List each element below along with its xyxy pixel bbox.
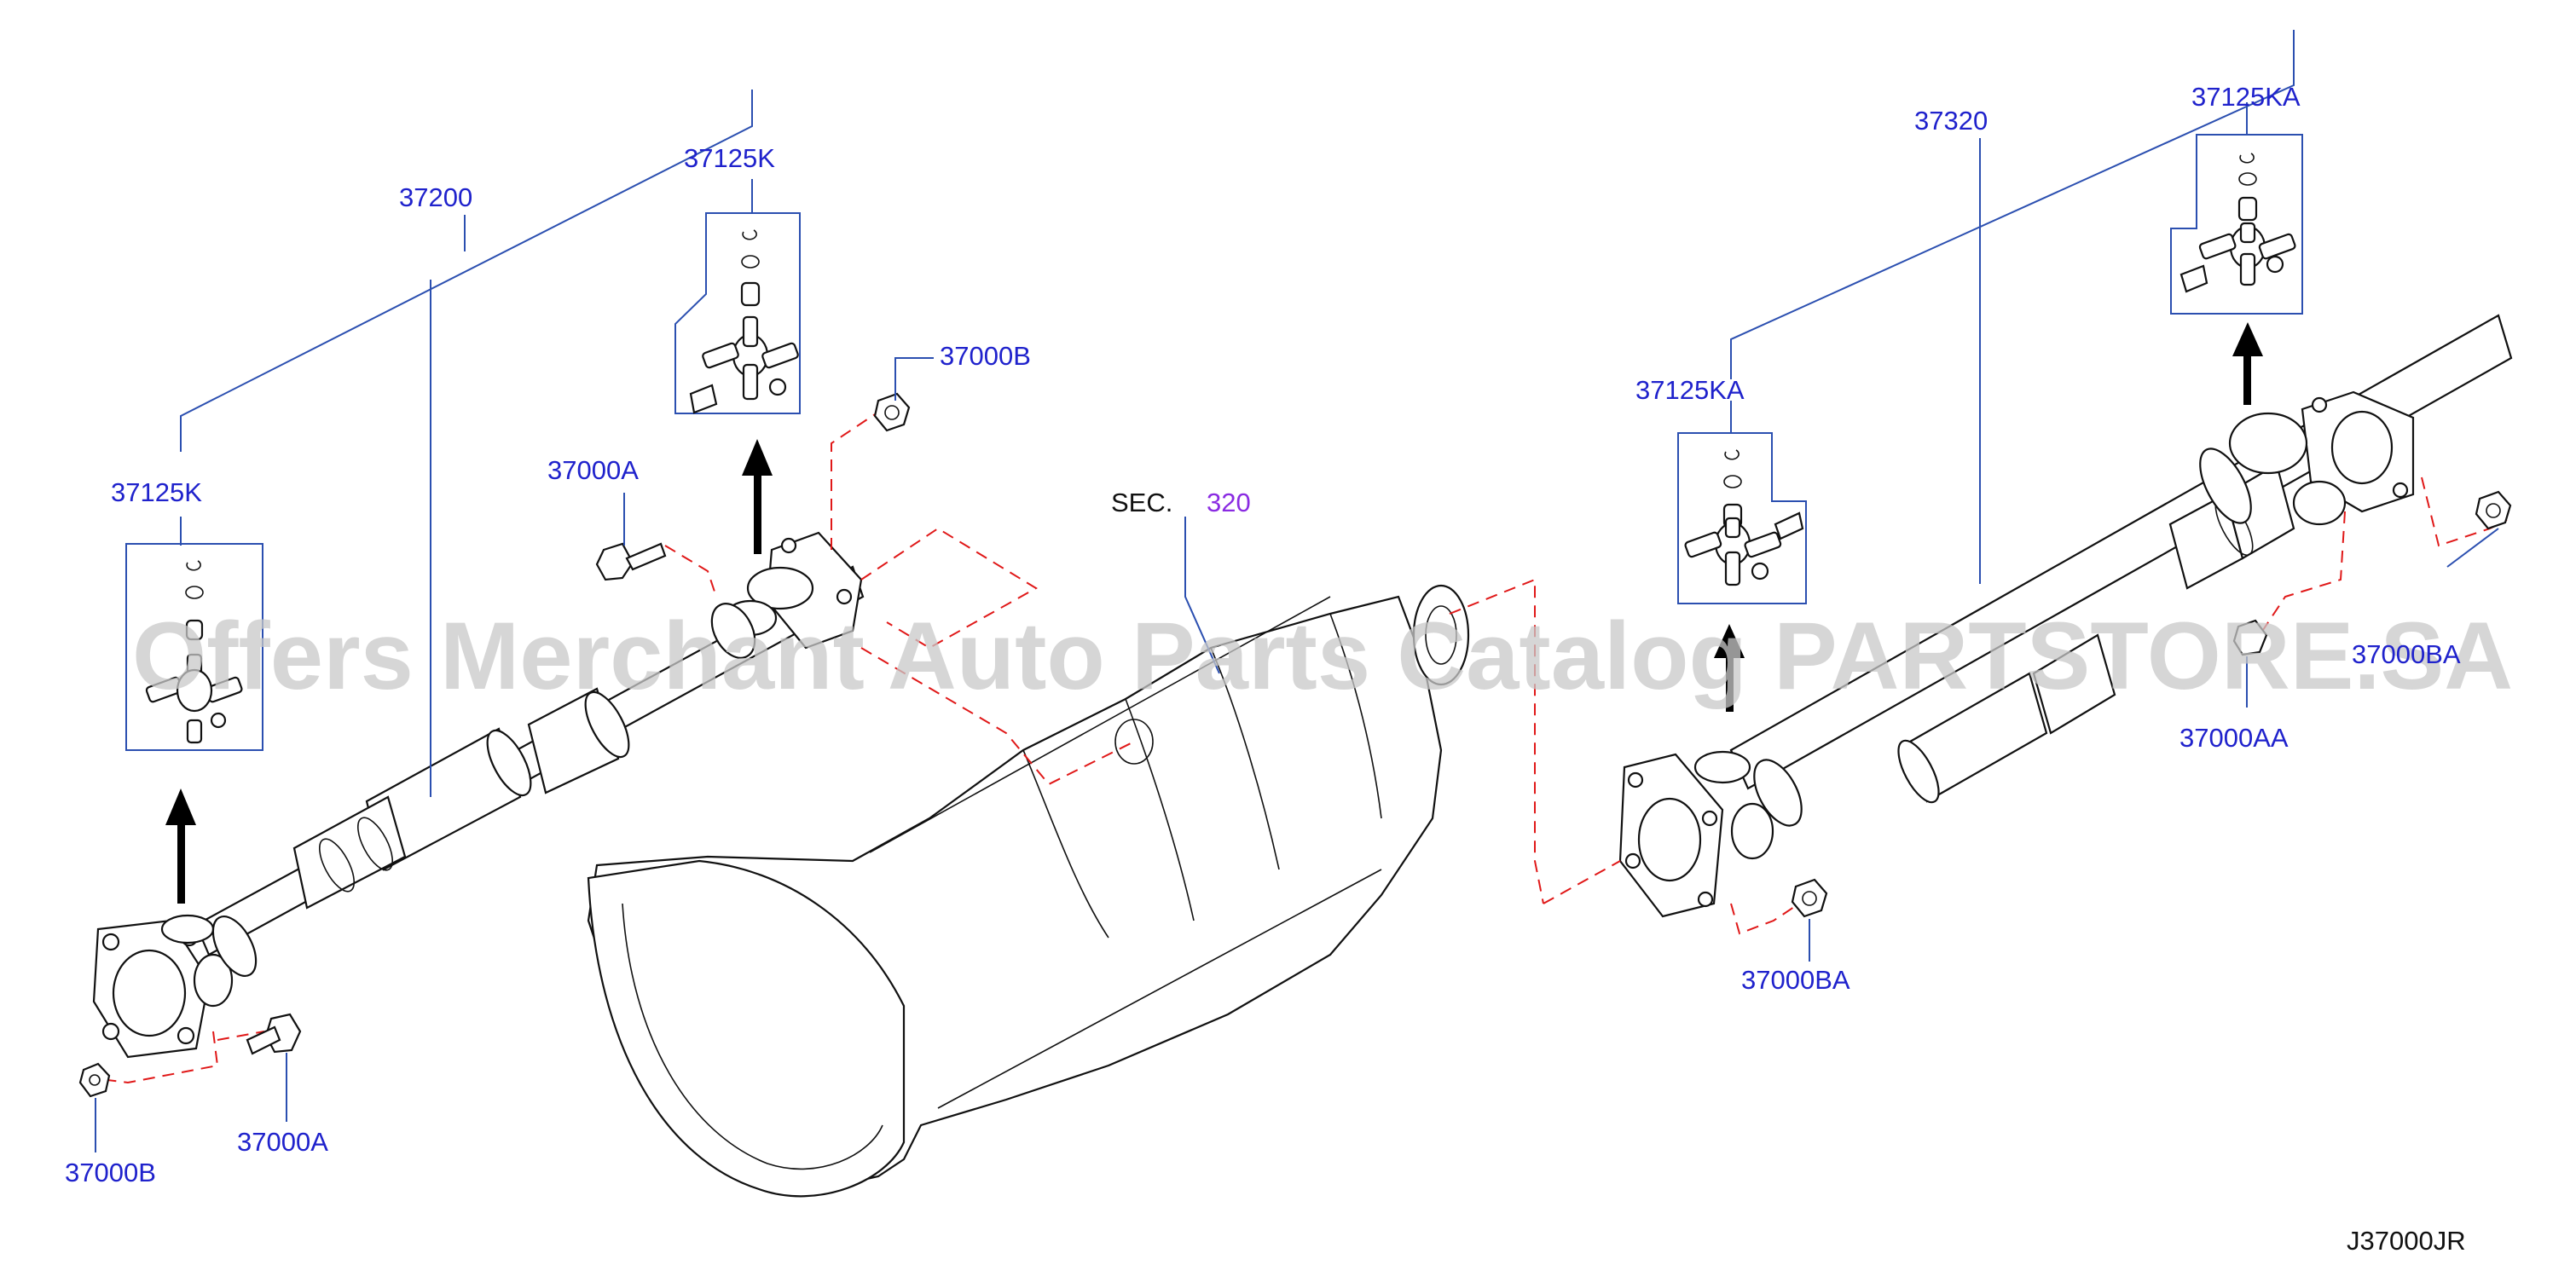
bolt-37000a-bottom [246, 1013, 302, 1055]
callout-37000a-top[interactable]: 37000A [547, 455, 639, 485]
callout-37320[interactable]: 37320 [1914, 106, 1988, 136]
section-ref-320[interactable]: 320 [1207, 488, 1251, 517]
section-ref-prefix: SEC. [1111, 488, 1172, 517]
callout-37125ka-top[interactable]: 37125KA [2191, 82, 2301, 112]
callout-37000a-bottom[interactable]: 37000A [237, 1127, 328, 1157]
assembly-dashed-lines [93, 408, 2508, 1084]
rear-propeller-shaft [1618, 314, 2513, 918]
callout-37000ba-right[interactable]: 37000BA [2352, 639, 2461, 669]
callout-37125k-top[interactable]: 37125K [684, 143, 775, 173]
leader-lines [95, 30, 2499, 1152]
uj-kit-box-ka-top [2170, 134, 2303, 315]
watermark-text: Offers Merchant Auto Parts Catalog PARTS… [132, 603, 2513, 709]
callout-37000ba-bottom[interactable]: 37000BA [1741, 965, 1850, 995]
bolt-37000a-top [595, 542, 667, 581]
uj-kit-box-ka-mid [1677, 432, 1807, 604]
callout-37125ka-mid[interactable]: 37125KA [1635, 375, 1745, 405]
nut-37000b-bottom [78, 1062, 111, 1098]
callout-37000b-top[interactable]: 37000B [940, 341, 1031, 371]
front-flange-yoke [92, 914, 258, 1059]
transmission-housing [587, 584, 1470, 1198]
arrow-up-top [742, 439, 773, 554]
callout-37000aa[interactable]: 37000AA [2179, 723, 2289, 753]
arrow-up-mid [1714, 624, 1745, 712]
nut-37000b-top [873, 392, 911, 432]
arrow-up-left [165, 788, 196, 904]
callout-37125k-left[interactable]: 37125K [111, 477, 202, 507]
callout-37000b-bottom[interactable]: 37000B [65, 1158, 156, 1187]
arrow-up-right [2232, 322, 2263, 405]
callout-labels: 37200 37125K 37125K 37000B 37000A 37000B… [65, 82, 2461, 1187]
explode-arrows [165, 322, 2263, 904]
bolt-37000aa [2232, 619, 2268, 656]
rear-flange-yoke-rear-shaft [2199, 390, 2415, 526]
callout-37200[interactable]: 37200 [399, 182, 472, 212]
diagram-code: J37000JR [2347, 1226, 2466, 1256]
front-propeller-shaft [92, 531, 865, 1059]
front-flange-yoke-rear-shaft [1618, 750, 1803, 918]
uj-kit-box-left [125, 543, 263, 751]
uj-kit-box-top [674, 212, 801, 414]
nut-37000ba-right [2475, 490, 2512, 530]
rear-flange-yoke-front-shaft [710, 531, 863, 659]
nut-37000ba-bottom [1791, 878, 1828, 918]
